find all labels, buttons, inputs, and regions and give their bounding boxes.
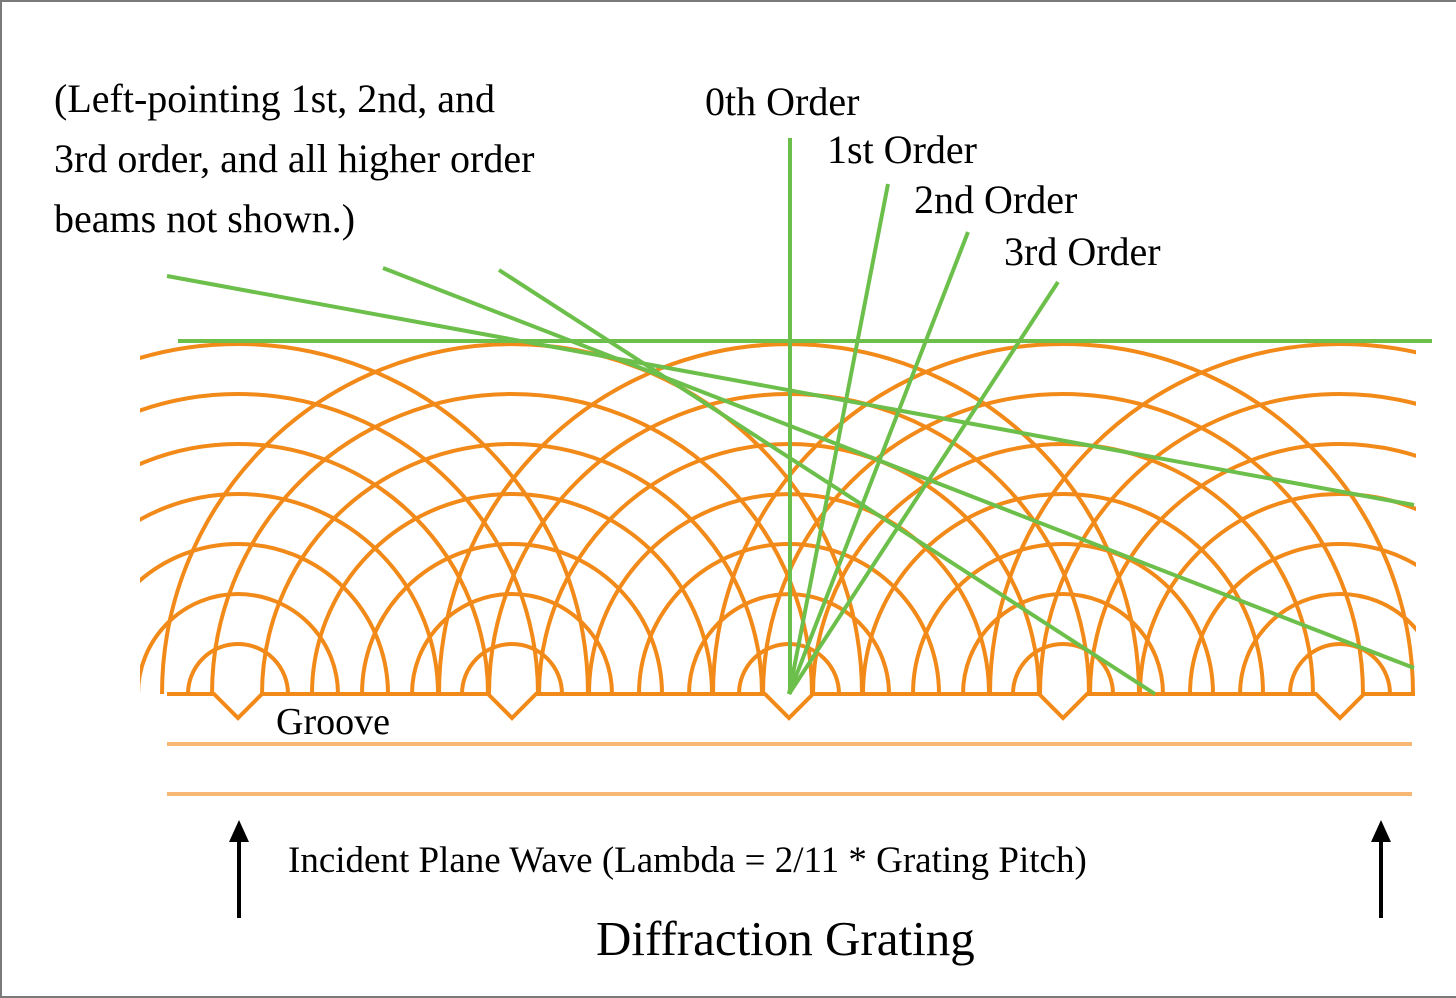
wavefront-arc-3-0 <box>1011 642 1115 695</box>
beam-left-3 <box>497 268 1157 696</box>
wavefront-arc-4-1 <box>1238 592 1416 695</box>
wavefront-arc-4-3 <box>1138 492 1416 695</box>
wavefront-arc-4-6 <box>988 342 1416 695</box>
label-3rd-order: 3rd Order <box>1004 229 1161 274</box>
wavefront-arc-1-5 <box>210 392 814 695</box>
wavefront-arc-3-5 <box>761 392 1365 695</box>
beam-3rd-order <box>787 280 1060 696</box>
wavefront-arc-0-6 <box>140 342 590 695</box>
wavefront-arc-0-0 <box>186 642 290 695</box>
wavefront-arc-4-0 <box>1288 642 1392 695</box>
wavefront-arc-1-0 <box>460 642 564 695</box>
wavefront-arc-1-1 <box>410 592 614 695</box>
beam-2nd-order <box>787 231 970 695</box>
grating-surface <box>167 692 1415 721</box>
wavefront-arc-4-5 <box>1038 392 1416 695</box>
diagram-title: Diffraction Grating <box>596 911 975 966</box>
wavefront-arc-4-4 <box>1088 442 1416 695</box>
incident-wave-label: Incident Plane Wave (Lambda = 2/11 * Gra… <box>288 840 1087 881</box>
note-line-3: beams not shown.) <box>54 196 355 241</box>
label-0th-order: 0th Order <box>705 79 859 124</box>
up-arrow-icon-left <box>229 820 249 918</box>
beam-left-1 <box>166 274 1415 507</box>
wavefront-arc-4-2 <box>1188 542 1416 695</box>
wavefront-arc-0-3 <box>140 492 440 695</box>
wavefront-arc-3-2 <box>911 542 1215 695</box>
wavefront-arc-3-6 <box>711 342 1415 695</box>
wavefront-arc-0-4 <box>140 442 490 695</box>
label-2nd-order: 2nd Order <box>914 177 1077 222</box>
up-arrow-icon-right <box>1371 820 1391 918</box>
wavefront-arc-0-2 <box>140 542 390 695</box>
beam-1st-order <box>787 183 890 695</box>
wavefront-arc-3-1 <box>961 592 1165 695</box>
wavefront-arc-3-4 <box>811 442 1315 695</box>
diffracted-beams <box>166 138 1432 696</box>
note-line-2: 3rd order, and all higher order <box>54 136 534 181</box>
wavefront-arc-1-3 <box>310 492 714 695</box>
note-line-1: (Left-pointing 1st, 2nd, and <box>54 76 495 121</box>
wavefront-arc-1-2 <box>360 542 664 695</box>
wavefront-arc-0-5 <box>140 392 540 695</box>
label-1st-order: 1st Order <box>827 127 977 172</box>
beam-left-2 <box>382 266 1415 670</box>
grating-profile <box>167 692 1415 721</box>
wavefront-arc-0-1 <box>140 592 340 695</box>
groove-label: Groove <box>276 701 390 743</box>
wavefront-arcs <box>140 342 1416 695</box>
incident-wavefronts <box>167 742 1412 796</box>
